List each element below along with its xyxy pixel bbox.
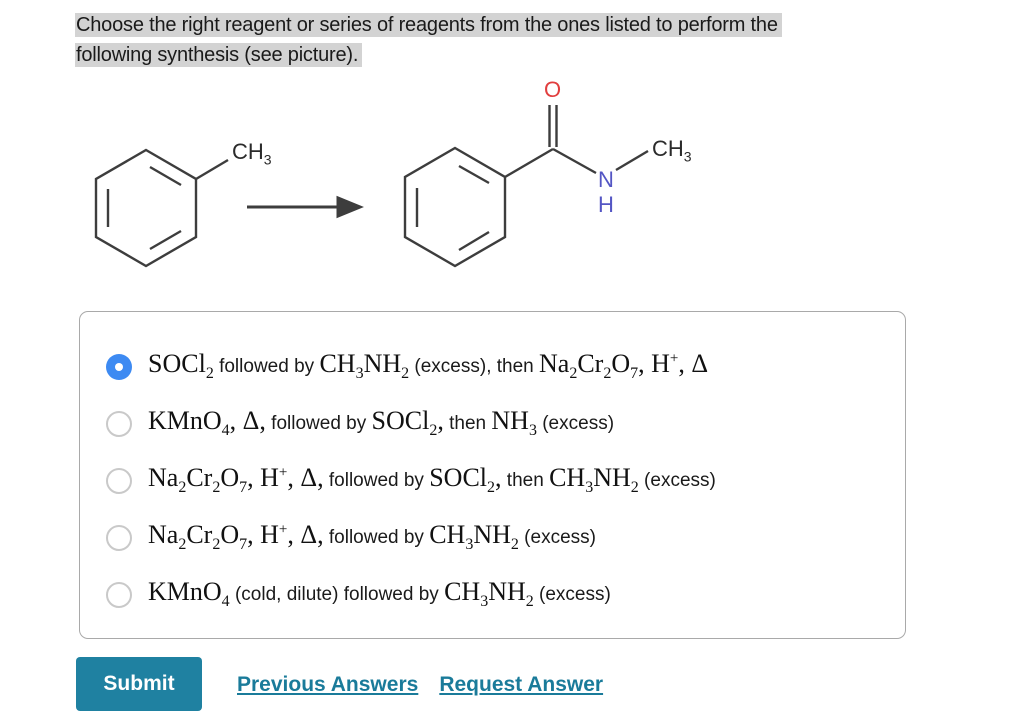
radio-button[interactable] (106, 581, 132, 608)
options-list: SOCl2 followed by CH3NH2 (excess), then … (106, 338, 905, 623)
answer-option-label: SOCl2 followed by CH3NH2 (excess), then … (148, 349, 709, 383)
question-line: Choose the right reagent or series of re… (75, 10, 955, 40)
answer-option-label: KMnO4, Δ, followed by SOCl2, then NH3 (e… (148, 406, 615, 440)
answer-option-label: Na2Cr2O7, H+, Δ, followed by CH3NH2 (exc… (148, 520, 596, 554)
answer-option-label: KMnO4 (cold, dilute) followed by CH3NH2 … (148, 577, 611, 611)
product-methyl-label: CH3 (652, 136, 692, 165)
action-links: Previous Answers Request Answer (237, 673, 603, 697)
submit-button[interactable]: Submit (76, 657, 202, 711)
radio-button[interactable] (106, 410, 132, 437)
answer-option-label: Na2Cr2O7, H+, Δ, followed by SOCl2, then… (148, 463, 716, 497)
request-answer-link[interactable]: Request Answer (439, 673, 604, 696)
reaction-scheme-drawing (94, 105, 649, 268)
radio-button[interactable] (106, 353, 132, 380)
previous-answers-link[interactable]: Previous Answers (237, 673, 419, 696)
answer-option[interactable]: Na2Cr2O7, H+, Δ, followed by CH3NH2 (exc… (106, 509, 905, 566)
question-line: following synthesis (see picture). (75, 40, 955, 70)
reaction-arrow (247, 195, 364, 219)
answer-option[interactable]: Na2Cr2O7, H+, Δ, followed by SOCl2, then… (106, 452, 905, 509)
reactant-methyl-label: CH3 (232, 139, 272, 168)
reaction-scheme: CH3 O N H CH3 (75, 78, 735, 310)
answer-option[interactable]: KMnO4 (cold, dilute) followed by CH3NH2 … (106, 566, 905, 623)
carbonyl-oxygen-label: O (544, 77, 562, 102)
answer-options-box: SOCl2 followed by CH3NH2 (excess), then … (79, 311, 906, 639)
amide-hydrogen-label: H (598, 192, 614, 217)
radio-button[interactable] (106, 524, 132, 551)
radio-button[interactable] (106, 467, 132, 494)
question-text: Choose the right reagent or series of re… (75, 10, 955, 70)
amide-nitrogen-label: N (598, 167, 614, 192)
answer-option[interactable]: SOCl2 followed by CH3NH2 (excess), then … (106, 338, 905, 395)
answer-option[interactable]: KMnO4, Δ, followed by SOCl2, then NH3 (e… (106, 395, 905, 452)
